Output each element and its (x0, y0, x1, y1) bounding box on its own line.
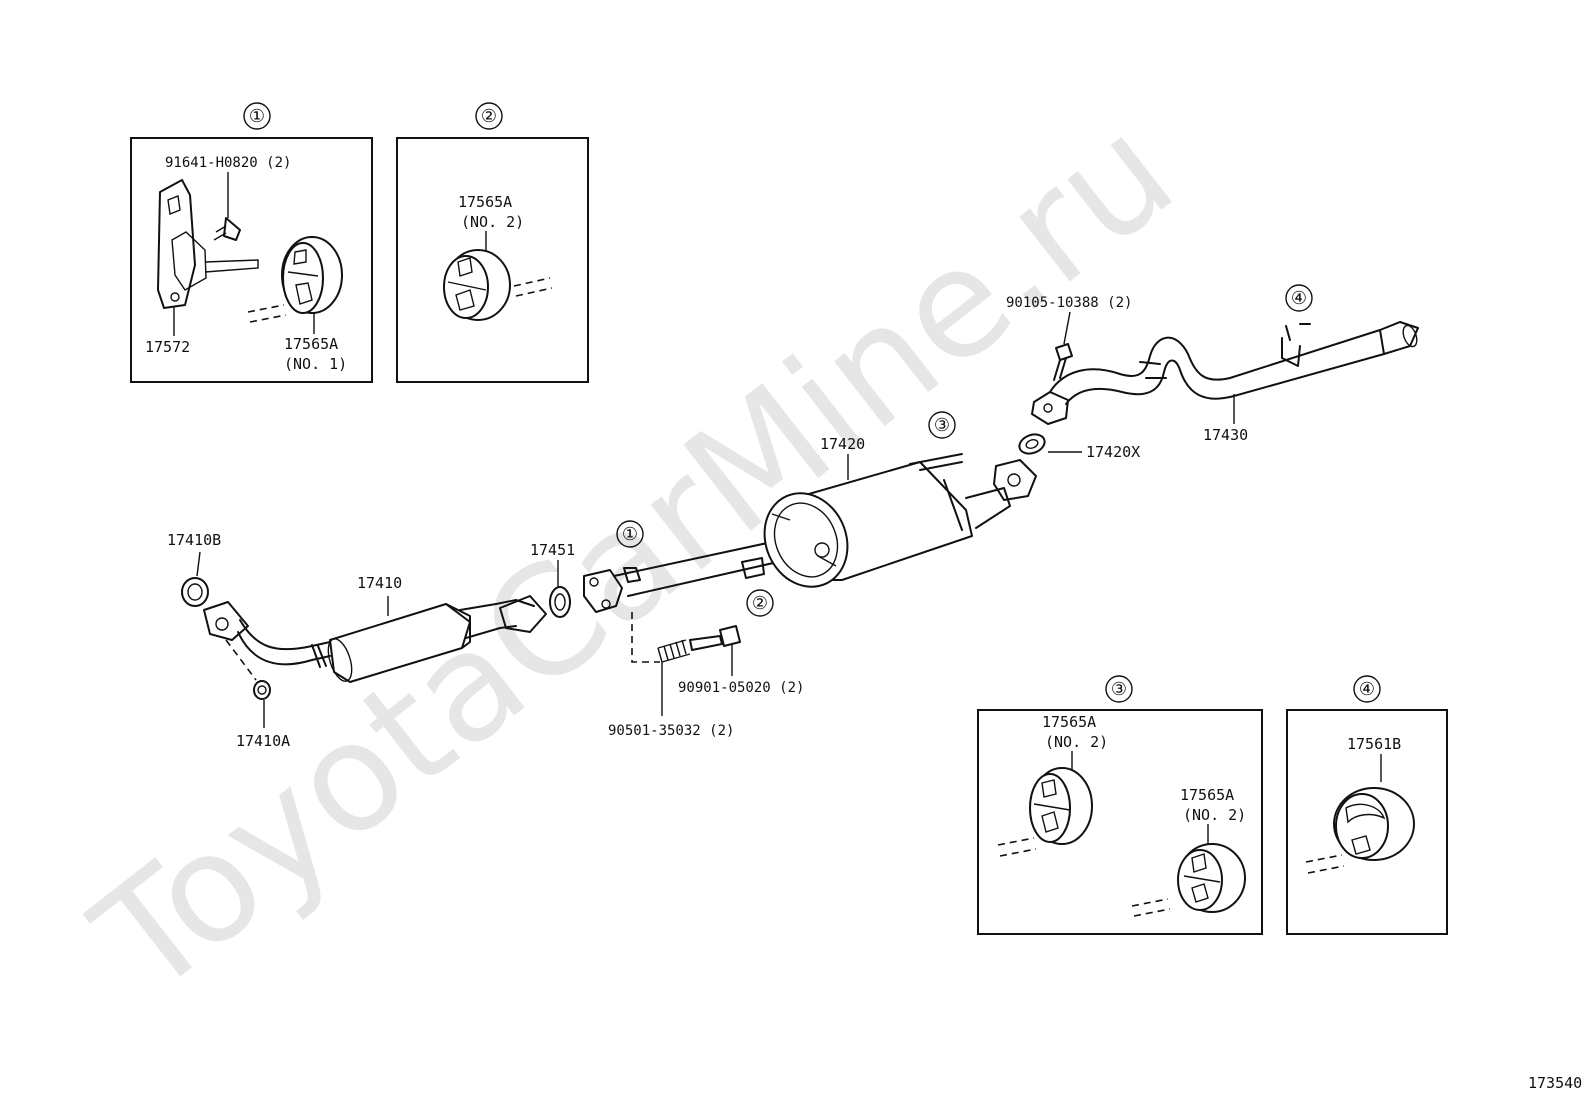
label-hanger-box3-a-note: (NO. 2) (1045, 733, 1108, 751)
label-hanger-box3-b-note: (NO. 2) (1183, 806, 1246, 824)
callout-4-box-label: ④ (1359, 679, 1375, 700)
callout-1-main: ① (622, 524, 638, 545)
callout-2-box-label: ② (481, 106, 497, 127)
bracket-icon (157, 179, 259, 309)
callout-1-box-label: ① (249, 106, 265, 127)
rubber-hanger-icon (1029, 767, 1093, 845)
label-bracket-17572: 17572 (145, 338, 190, 356)
spring-icon (657, 639, 691, 663)
gasket-17420x-icon (1018, 433, 1046, 455)
label-17420x: 17420X (1086, 443, 1140, 461)
rubber-hanger-icon (281, 236, 343, 314)
rubber-hanger-icon (443, 249, 511, 321)
label-hanger-17561b: 17561B (1347, 735, 1401, 753)
nut-17410a-icon (253, 680, 271, 700)
rubber-hanger-icon (1333, 787, 1415, 861)
front-pipe-17410-icon (203, 595, 547, 683)
label-17420: 17420 (820, 435, 865, 453)
label-17410a: 17410A (236, 732, 290, 750)
detail-box-2: ② 17565A (NO. 2) (396, 102, 589, 383)
bolt-90105-icon (1053, 343, 1073, 381)
label-spring-90501: 90501-35032 (2) (608, 723, 734, 739)
label-hanger-17565a-box3-a: 17565A (1042, 713, 1096, 731)
label-17410: 17410 (357, 574, 402, 592)
detail-box-4: ④ 17561B (1286, 675, 1448, 935)
detail-box-3: ③ 17565A (NO. 2) 17565A (NO. 2) (977, 675, 1263, 935)
label-hanger-no1-note: (NO. 1) (284, 355, 347, 373)
rubber-hanger-icon (1177, 843, 1246, 913)
diagram-id: 173540 (1528, 1074, 1582, 1092)
center-pipe-muffler-17420-icon (583, 453, 1037, 613)
callout-4-main: ④ (1291, 288, 1307, 309)
label-hanger-17565a-box2: 17565A (458, 193, 512, 211)
gasket-17410b-icon (181, 577, 209, 607)
label-hanger-box2-note: (NO. 2) (461, 213, 524, 231)
tail-pipe-17430-icon (1031, 321, 1419, 425)
label-bolt-91641: 91641-H0820 (2) (165, 155, 291, 171)
gasket-17451-icon (549, 586, 571, 618)
label-17410b: 17410B (167, 531, 221, 549)
callout-3-box-label: ③ (1111, 679, 1127, 700)
detail-box-1: ① 91641-H0820 (2) 17572 17565A (130, 102, 373, 383)
label-17430: 17430 (1203, 426, 1248, 444)
callout-2-main: ② (752, 593, 768, 614)
label-hanger-17565a-box3-b: 17565A (1180, 786, 1234, 804)
bolt-90901-icon (689, 625, 741, 651)
label-bolt-90105: 90105-10388 (2) (1006, 295, 1132, 311)
bolt-icon (213, 217, 241, 241)
label-17451: 17451 (530, 541, 575, 559)
callout-3-main: ③ (934, 415, 950, 436)
label-hanger-17565a-no1: 17565A (284, 335, 338, 353)
label-bolt-90901: 90901-05020 (2) (678, 680, 804, 696)
